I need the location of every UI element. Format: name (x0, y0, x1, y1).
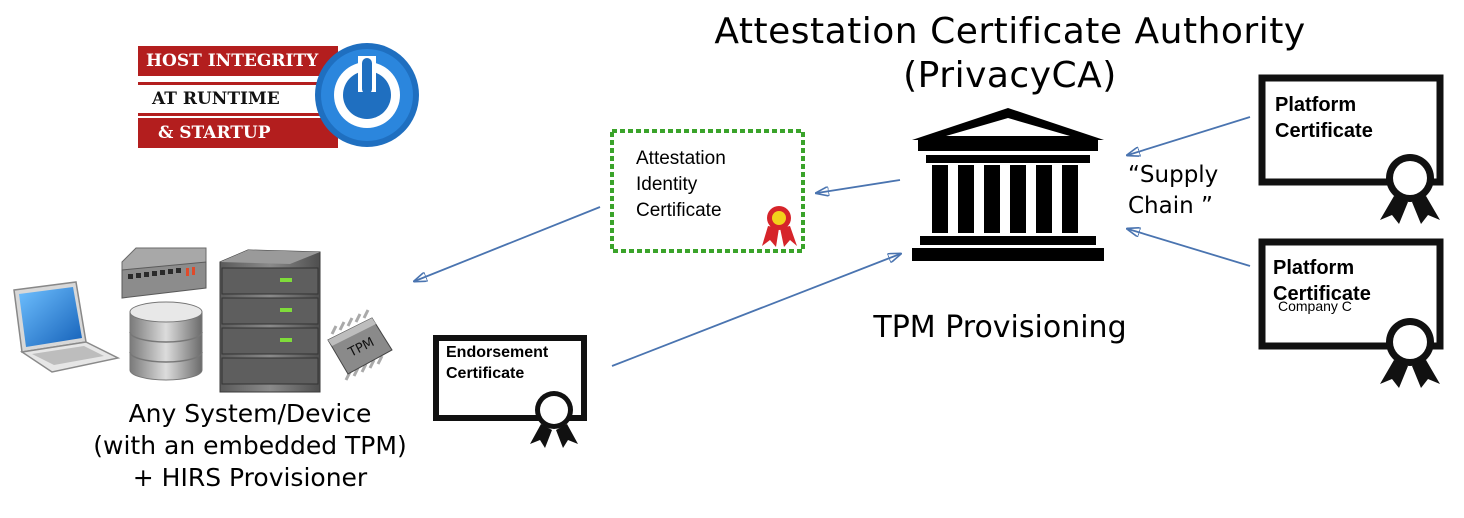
platform2-line-1: Platform (1273, 257, 1355, 279)
network-switch-icon (121, 247, 207, 299)
platform-certificate-2-text: Platform Certificate (1273, 255, 1371, 307)
platform1-line-2: Certificate (1275, 120, 1373, 142)
logo-line-1: HOST INTEGRITY (138, 46, 338, 76)
device-line-3: + HIRS Provisioner (132, 463, 368, 492)
tpm-provisioning-label: TPM Provisioning (873, 310, 1127, 345)
endorsement-line-2: Certificate (446, 365, 525, 382)
supply-chain-line-1: “Supply (1128, 162, 1219, 188)
endorsement-certificate (433, 335, 587, 448)
power-icon (315, 43, 419, 147)
arrow-ek-to-ca (611, 254, 900, 367)
hirs-logo: HOST INTEGRITY AT RUNTIME & STARTUP (138, 42, 428, 152)
logo-line-2: AT RUNTIME (138, 82, 338, 116)
arrow-aic-to-device (415, 206, 601, 281)
aic-line-3: Certificate (636, 200, 722, 221)
aic-certificate-text: Attestation Identity Certificate (636, 146, 726, 224)
endorsement-line-1: Endorsement (446, 344, 549, 361)
platform-certificate-1-text: Platform Certificate (1275, 92, 1373, 144)
arrow-platform2-to-ca (1128, 229, 1251, 267)
platform1-line-1: Platform (1275, 94, 1357, 116)
supply-chain-label: “Supply Chain ” (1128, 160, 1218, 222)
device-line-2: (with an embedded TPM) (93, 431, 407, 460)
bank-icon (912, 108, 1104, 261)
seal-icon (1380, 154, 1440, 224)
seal-icon (530, 391, 578, 448)
endorsement-certificate-text: Endorsement Certificate (446, 342, 548, 384)
device-line-1: Any System/Device (128, 399, 372, 428)
platform-certificate-1 (1258, 74, 1444, 224)
platform-certificate-2 (1258, 238, 1444, 388)
database-icon (129, 301, 203, 381)
platform2-company: Company C (1278, 298, 1352, 314)
ribbon-seal-icon (762, 206, 797, 247)
logo-line-3: & STARTUP (138, 118, 338, 148)
laptop-icon (13, 281, 121, 373)
platform2-line-2: Certificate (1273, 283, 1371, 305)
ca-title-line-1: Attestation Certificate Authority (714, 11, 1306, 52)
aic-certificate (610, 129, 805, 253)
tpm-chip-icon: TPM (327, 309, 393, 381)
seal-icon (1380, 318, 1440, 388)
ca-title-line-2: (PrivacyCA) (903, 55, 1117, 96)
arrow-ca-to-aic (817, 179, 901, 193)
supply-chain-line-2: Chain ” (1128, 193, 1213, 219)
aic-line-1: Attestation (636, 148, 726, 169)
server-icon (219, 249, 321, 393)
aic-line-2: Identity (636, 174, 698, 195)
ca-title: Attestation Certificate Authority (Priva… (650, 10, 1370, 98)
arrow-platform1-to-ca (1128, 116, 1251, 155)
device-caption: Any System/Device (with an embedded TPM)… (40, 398, 460, 494)
